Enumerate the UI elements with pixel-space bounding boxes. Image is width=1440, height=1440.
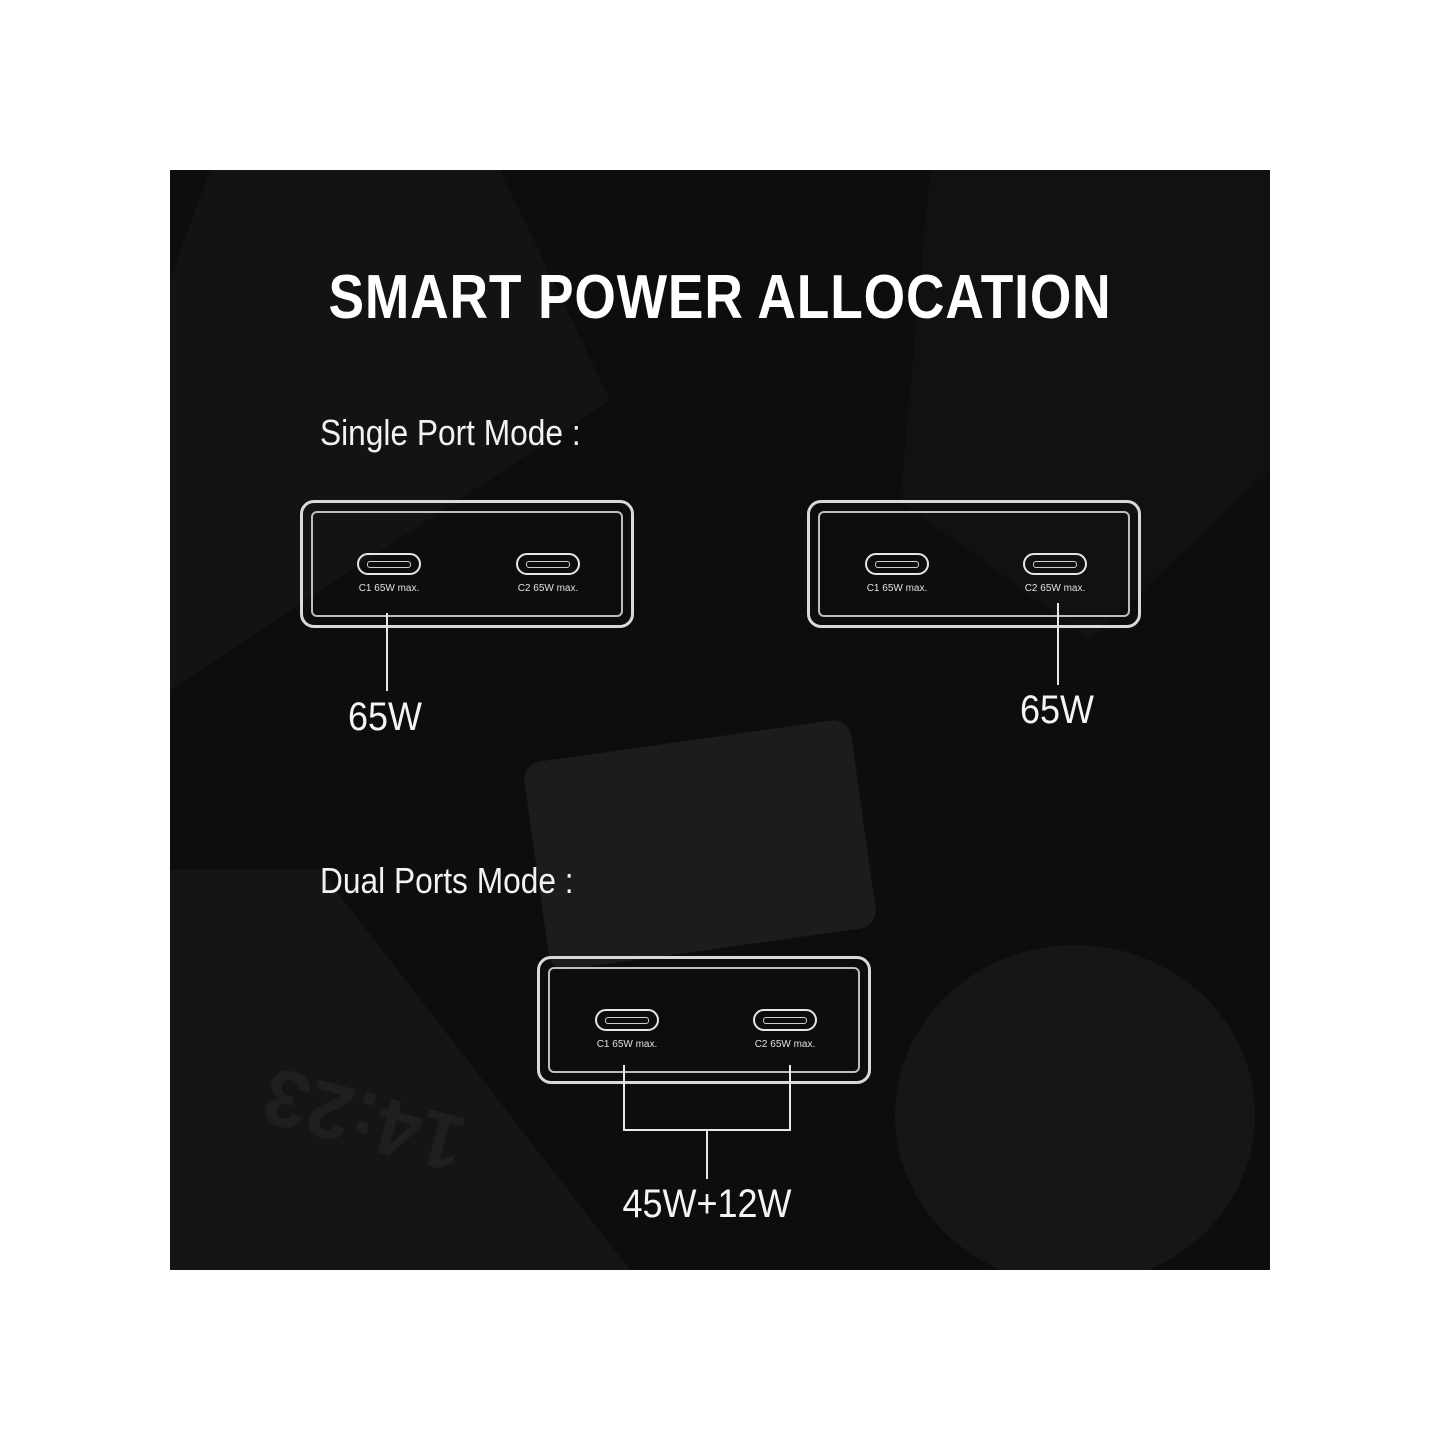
dual-ports-mode-label: Dual Ports Mode : bbox=[320, 860, 574, 901]
bracket-right bbox=[789, 1065, 791, 1131]
port-2-label: C2 65W max. bbox=[1024, 583, 1086, 594]
usb-c-port-icon bbox=[753, 1009, 817, 1031]
charger-face bbox=[818, 511, 1130, 617]
page-title: SMART POWER ALLOCATION bbox=[328, 263, 1112, 332]
usb-c-port-icon bbox=[595, 1009, 659, 1031]
charger-face bbox=[311, 511, 623, 617]
port-1-label: C1 65W max. bbox=[358, 583, 420, 594]
bg-phone-top-right bbox=[900, 170, 1270, 640]
charger-dual: C1 65W max. C2 65W max. bbox=[537, 956, 871, 1084]
bg-charger-photo bbox=[524, 720, 876, 970]
single-port-mode-label: Single Port Mode : bbox=[320, 412, 581, 453]
bg-phone-top-left bbox=[170, 170, 610, 690]
bracket-left bbox=[623, 1065, 625, 1131]
bg-phone-bottom-left bbox=[170, 870, 630, 1270]
charger-single-right: C1 65W max. C2 65W max. bbox=[807, 500, 1141, 628]
bracket-stem bbox=[706, 1131, 708, 1179]
info-panel: 14:23 SMART POWER ALLOCATION Single Port… bbox=[170, 170, 1270, 1270]
bracket-bottom bbox=[623, 1129, 791, 1131]
charger-face bbox=[548, 967, 860, 1073]
bg-earbuds-case bbox=[895, 945, 1255, 1270]
usb-c-port-icon bbox=[357, 553, 421, 575]
connector-line bbox=[386, 613, 388, 691]
port-2-label: C2 65W max. bbox=[754, 1039, 816, 1050]
dual-output: 45W+12W bbox=[622, 1182, 792, 1226]
background-photo: 14:23 bbox=[170, 170, 1270, 1270]
port-1-label: C1 65W max. bbox=[866, 583, 928, 594]
single-left-output: 65W bbox=[347, 695, 423, 739]
usb-c-port-icon bbox=[865, 553, 929, 575]
single-right-output: 65W bbox=[1019, 688, 1095, 732]
port-1-label: C1 65W max. bbox=[596, 1039, 658, 1050]
port-2-label: C2 65W max. bbox=[517, 583, 579, 594]
usb-c-port-icon bbox=[1023, 553, 1087, 575]
charger-single-left: C1 65W max. C2 65W max. bbox=[300, 500, 634, 628]
connector-line bbox=[1057, 603, 1059, 685]
usb-c-port-icon bbox=[516, 553, 580, 575]
